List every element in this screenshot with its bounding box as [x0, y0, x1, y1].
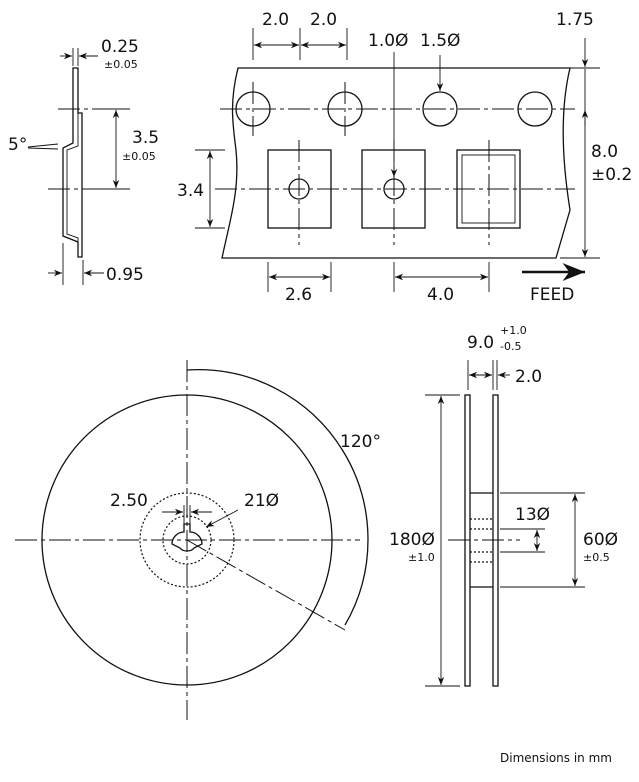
pocket-pitch: 4.0: [427, 285, 454, 305]
tape-width-tolerance: ±0.2: [591, 165, 632, 185]
sprocket-pitch-a: 2.0: [262, 10, 289, 30]
hub-hole-dia: 13Ø: [515, 505, 550, 525]
pocket-width: 2.6: [285, 285, 312, 305]
tape-width: 8.0: [591, 142, 618, 162]
reel-angle: 120°: [340, 432, 381, 452]
tape-top-view: 2.0 2.0 1.0Ø 1.5Ø 1.75 8.0 ±0.2 3.4 2.6 …: [177, 10, 632, 305]
edge-offset: 1.75: [556, 10, 594, 30]
reel-dia-tolerance: ±1.0: [408, 551, 435, 564]
reel-front-view: 120° 2.50 21Ø: [15, 360, 381, 720]
reel-dia: 180Ø: [389, 530, 435, 550]
thickness-label: 0.25: [101, 37, 139, 57]
reel-width: 9.0: [467, 333, 494, 353]
sprocket-holes: [235, 82, 553, 136]
reel-width-tol-minus: -0.5: [500, 340, 521, 353]
thickness-tolerance: ±0.05: [104, 58, 138, 71]
pockets: [267, 140, 521, 245]
sprocket-hole-dia: 1.5Ø: [420, 31, 460, 51]
pocket-hole-dia: 1.0Ø: [368, 31, 408, 51]
feed-label: FEED: [530, 285, 574, 305]
sprocket-pitch-b: 2.0: [310, 10, 337, 30]
angle-label: 5°: [8, 135, 27, 155]
hub-dia: 60Ø: [583, 530, 618, 550]
pitch-label: 3.5: [132, 128, 159, 148]
tape-side-view: 0.25 ±0.05 3.5 ±0.05 5° 0.95: [8, 37, 159, 285]
slot-width: 2.50: [110, 491, 148, 511]
depth-label: 0.95: [106, 265, 144, 285]
flange-thickness: 2.0: [515, 367, 542, 387]
reel-side-view: 9.0 +1.0 -0.5 2.0 180Ø ±1.0 13Ø 60Ø ±0.5: [389, 324, 618, 687]
pitch-tolerance: ±0.05: [122, 150, 156, 163]
pocket-length: 3.4: [177, 181, 204, 201]
hub-dia-tolerance: ±0.5: [583, 551, 610, 564]
reel-width-tol-plus: +1.0: [500, 324, 527, 337]
dimensions-note: Dimensions in mm: [500, 751, 612, 765]
inner-dia: 21Ø: [244, 491, 279, 511]
